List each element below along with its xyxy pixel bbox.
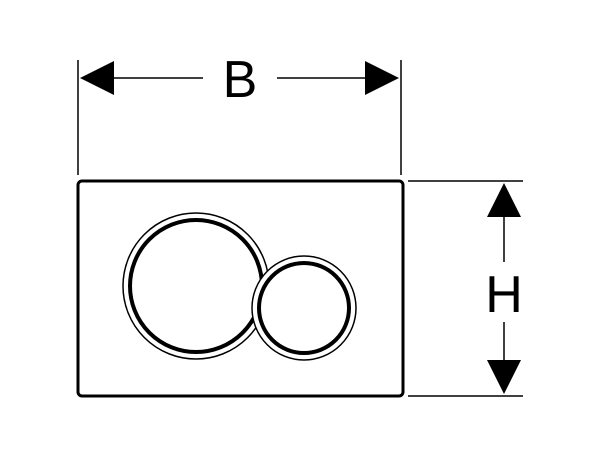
small-flush-button: [251, 255, 357, 361]
width-arrowhead-left: [80, 61, 114, 95]
large-flush-button: [122, 212, 270, 360]
height-arrowhead-top: [487, 183, 521, 217]
width-dimension-label: B: [223, 51, 258, 109]
width-arrowhead-right: [365, 61, 399, 95]
height-arrowhead-bottom: [487, 360, 521, 394]
height-dimension: H: [408, 180, 523, 397]
width-dimension: B: [77, 51, 402, 175]
large-button-inner-ring: [128, 218, 264, 354]
height-dimension-label: H: [485, 266, 523, 324]
small-button-inner-ring: [257, 261, 351, 355]
